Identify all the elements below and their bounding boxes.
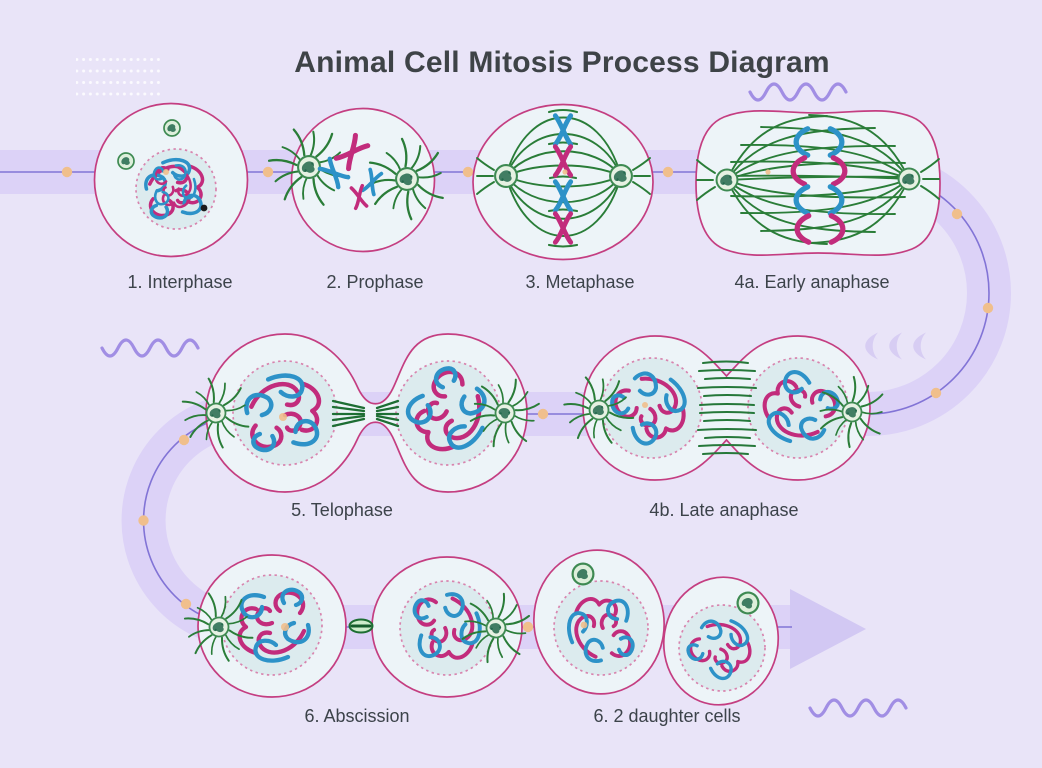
stage-label-late-anaphase: 4b. Late anaphase [649,500,799,520]
late-anaphase-cell-illustration [564,335,897,481]
path-marker-dots-peek [163,169,771,631]
prophase-cell-illustration [269,107,455,253]
stage-label-metaphase: 3. Metaphase [525,272,635,292]
interphase-cell-illustration [93,102,249,258]
stage-label-early-anaphase: 4a. Early anaphase [734,272,890,292]
stage-label-interphase: 1. Interphase [127,272,233,292]
wave-squiggle [808,698,908,718]
stage-label-telophase: 5. Telophase [291,500,393,520]
dot-grid [76,54,160,98]
daughter-cells-illustration [533,549,780,706]
wave-squiggle [748,82,848,102]
wave-squiggle [100,338,200,358]
stage-label-abscission: 6. Abscission [304,706,410,726]
path-marker-dots [61,166,994,633]
stage-label-daughter-cells: 6. 2 daughter cells [593,706,741,726]
flow-arrow-icon [790,589,866,669]
telophase-cell-illustration [176,333,553,493]
abscission-cell-illustration [181,554,543,698]
midbody-icon [348,618,374,634]
stage-label-prophase: 2. Prophase [326,272,424,292]
page-title: Animal Cell Mitosis Process Diagram [294,46,830,79]
metaphase-cell-illustration [472,103,654,261]
chevron-triple-icon [865,332,926,360]
midzone-fibers [696,360,758,456]
midbody-fibers [331,399,400,428]
nucleolus-dot [200,204,208,212]
early-anaphase-cell-illustration [695,109,941,257]
